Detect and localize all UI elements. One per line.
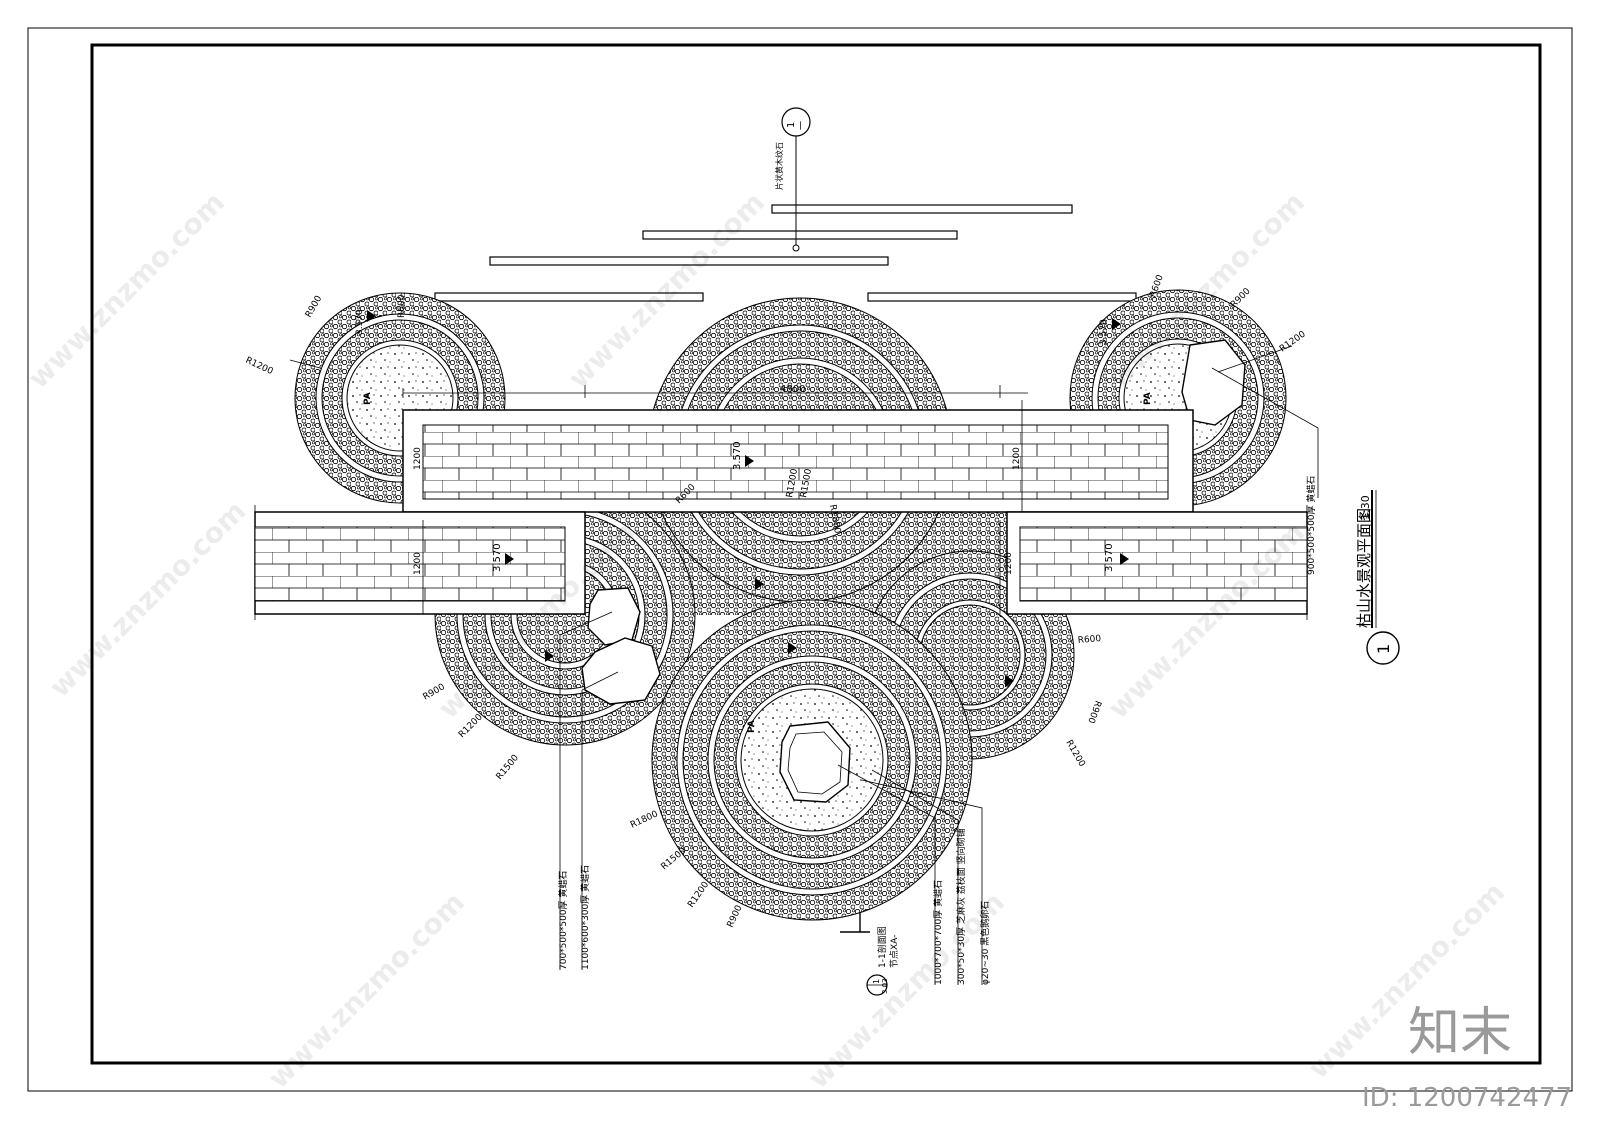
radius-tr-2: R900 [1229,286,1253,310]
brand-logo: 知末 ID: 1200742477 [1362,1003,1572,1113]
radius-rl-3: R1200 [1063,739,1086,769]
section-callout: 1 3.02 1-1剖面图 节点XA- [840,912,900,996]
radius-tr-3: R1200 [1278,329,1308,354]
elev-top-left: 3.570 [355,309,365,335]
note-bottom-left-2: 1100*600*300厚 黄蜡石 [579,865,591,970]
radius-ll-3: R1500 [495,753,522,782]
radius-rl-1: R600 [1077,634,1101,646]
watermark-4: www.znzmo.com [43,494,252,703]
inner-frame [90,43,1542,1065]
boulders [581,339,1246,803]
dim-lower-left: 1200 [413,552,423,575]
drawing-scale: 1:30 [1359,495,1372,520]
note-bottom-center-2: 300*50*30厚 芝麻灰 荔枝面 竖向砌铺 [955,828,967,985]
pa-mark-top-left: PA [363,392,373,405]
top-callout: 1 一 片状黄木纹石 [774,107,811,252]
view-number: 1 [1374,644,1393,654]
top-callout-sub: 一 [797,121,807,130]
radius-cl-1: R1800 [629,809,660,831]
note-right-vertical: 900*500*500厚 黄蜡石 [1305,476,1317,575]
section-number: 1 [872,979,881,984]
top-callout-number: 1 [786,122,797,128]
radius-tl-1: R900 [304,294,325,320]
note-bottom-center-1: 1000*700*700厚 黄蜡石 [932,880,944,985]
note-bottom-left-1: 700*500*500厚 黄蜡石 [557,871,569,970]
overall-dimension: 4800 [780,384,805,395]
section-label: 1-1剖面图 [876,926,888,968]
radius-rl-2: R900 [1085,699,1103,725]
elev-top-right: 3.570 [1099,319,1109,345]
elev-upper-walkway: 3.570 [732,441,743,470]
section-sheet: 3.02 [881,978,889,994]
outer-frame [27,27,1573,1092]
leader-lines [289,345,1319,985]
dimension-lines [254,385,1308,620]
dim-lower-right: 1200 [1004,552,1014,575]
logo-text: 知末 [1408,1003,1512,1063]
radius-cl-2: R1500 [660,846,689,873]
stepping-slabs [434,204,1137,302]
pa-mark-center: PA [747,720,757,733]
dim-upper-right: 1200 [1012,447,1022,470]
radius-cl-3: R1200 [686,880,711,910]
elev-left-walkway: 3.570 [492,543,503,572]
upper-walkway [402,409,1194,513]
pa-mark-top-right: PA [1143,392,1153,405]
radius-cl-4: R900 [726,904,745,930]
radius-tl-3: R600 [397,294,407,318]
logo-id: ID: 1200742477 [1362,1083,1572,1113]
radius-tl-2: R1200 [244,356,275,378]
lower-right-walkway [1006,511,1308,615]
drawing-title-block: 1 枯山水景观平面图 1:30 [1355,490,1400,665]
drawing-title: 枯山水景观平面图 [1355,508,1373,628]
dim-upper-left: 1200 [413,447,423,470]
note-bottom-center-3: φ20~30 黑色鹅卵石 [979,901,991,985]
watermark-1: www.znzmo.com [22,186,231,395]
elev-right-walkway: 3.570 [1104,543,1115,572]
top-callout-note: 片状黄木纹石 [774,142,784,190]
elevation-marks [367,310,1129,687]
section-sub: 节点XA- [889,935,900,968]
